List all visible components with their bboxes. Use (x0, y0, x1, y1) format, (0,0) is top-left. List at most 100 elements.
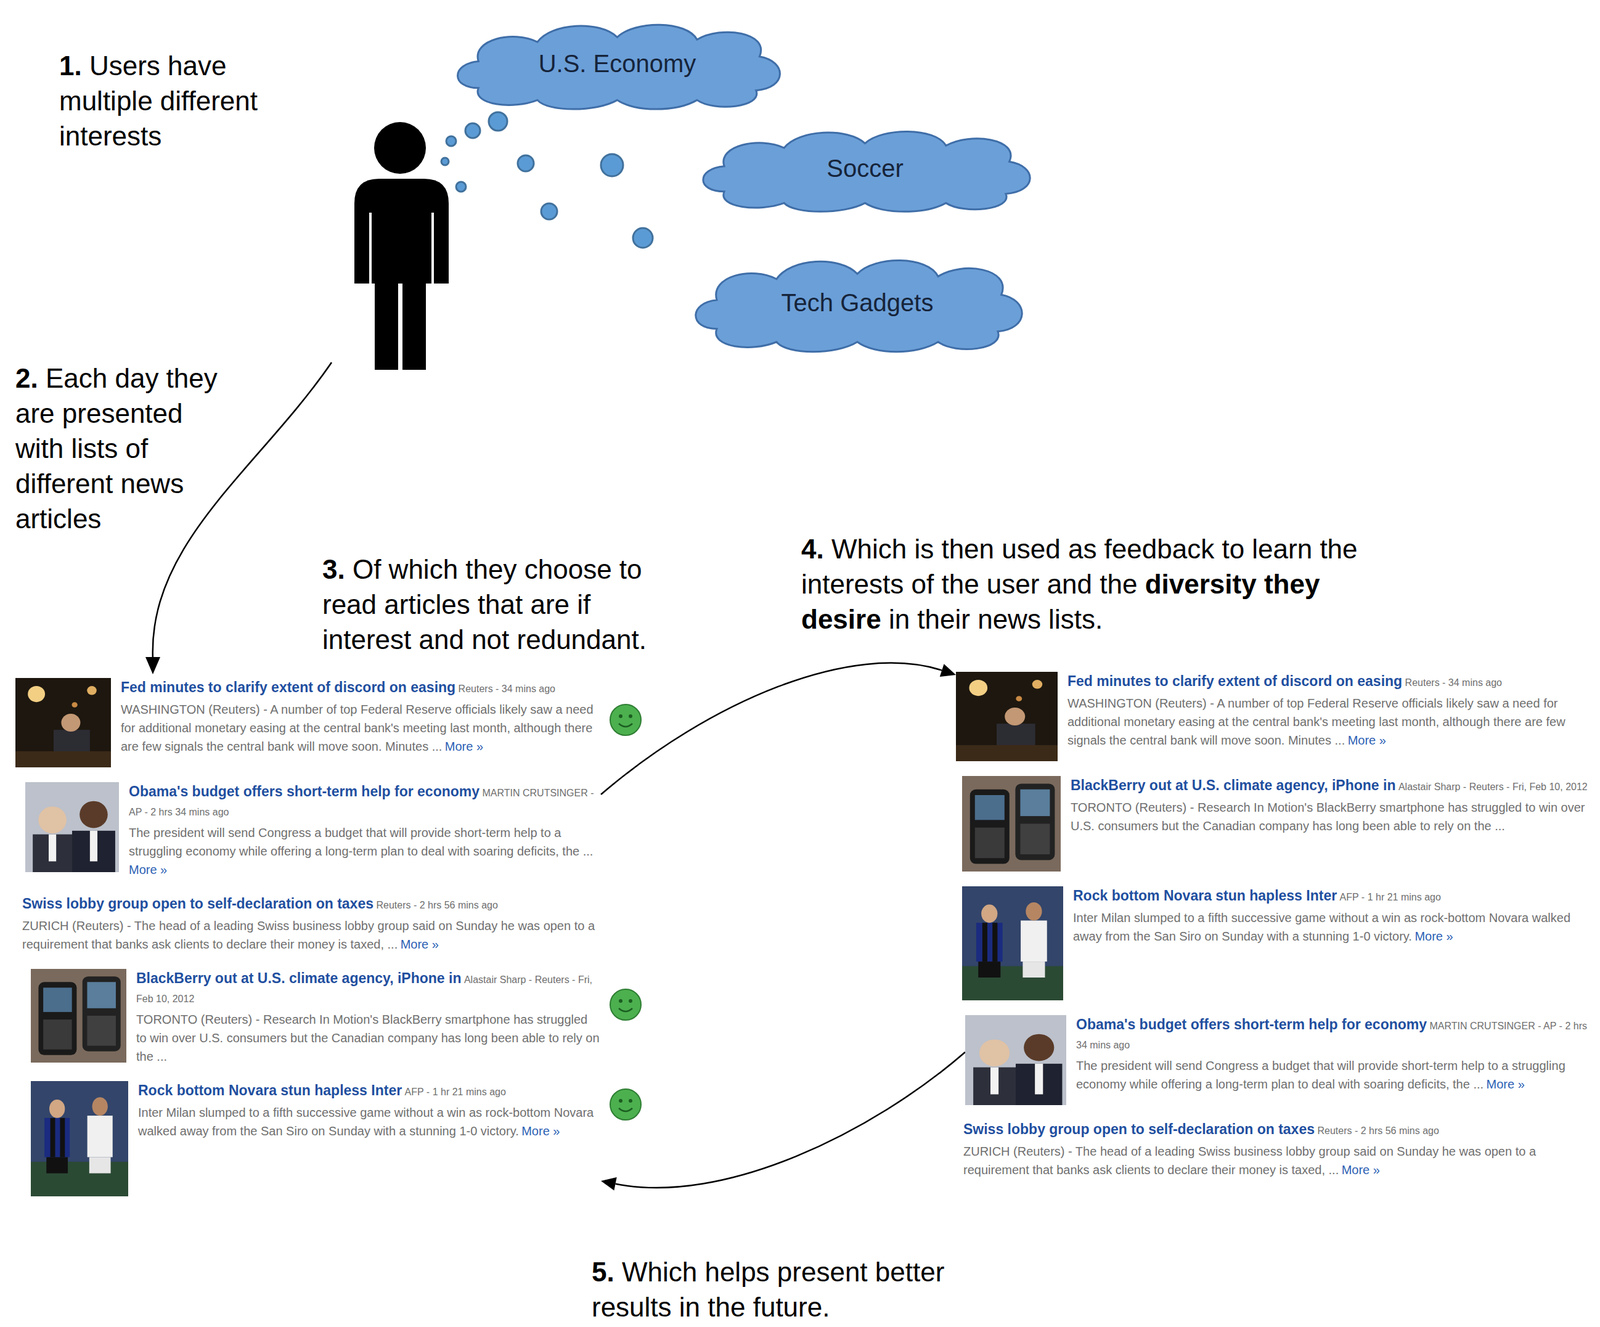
cloud-node: Tech Gadgets (681, 250, 1033, 356)
snippet-line: WASHINGTON (Reuters) - A number of top F… (1067, 694, 1594, 751)
more-link: More » (521, 1124, 560, 1138)
more-link: More » (1341, 1163, 1380, 1177)
step-number: 4. (801, 533, 825, 564)
headline: Fed minutes to clarify extent of discord… (120, 679, 456, 696)
more-link: More » (128, 862, 168, 877)
headline: Obama's budget offers short-term help fo… (128, 783, 480, 800)
snippet: The president will send Congress a budge… (128, 825, 593, 858)
arm-gap (431, 212, 434, 285)
step-text: 4. Which is then used as feedback to lea… (801, 531, 1375, 637)
headline: Rock bottom Novara stun hapless Inter (138, 1082, 402, 1099)
snippet-line: The president will send Congress a budge… (128, 824, 601, 880)
headline: Fed minutes to clarify extent of discord… (1067, 673, 1403, 690)
step-text: Each day they are presented with lists o… (15, 363, 218, 534)
step-text: 5. Which helps present better results in… (591, 1254, 993, 1325)
step-text: Which helps present better results in th… (591, 1256, 945, 1323)
news-item: Fed minutes to clarify extent of discord… (15, 677, 601, 768)
step-number: 2. (15, 363, 39, 394)
news-photo (30, 968, 127, 1063)
thought-dot (632, 228, 653, 248)
headline-line: Obama's budget offers short-term help fo… (1076, 1015, 1594, 1055)
byline: Reuters - 2 hrs 56 mins ago (375, 899, 498, 911)
news-photo (962, 775, 1061, 872)
arrow-head (145, 657, 161, 675)
news-photo (955, 671, 1058, 762)
headline-line: Fed minutes to clarify extent of discord… (120, 677, 601, 699)
cloud-outline (695, 260, 1022, 352)
thought-dot (441, 157, 449, 166)
news-item: Fed minutes to clarify extent of discord… (955, 671, 1594, 762)
snippet-line: WASHINGTON (Reuters) - A number of top F… (120, 700, 601, 757)
person-head (374, 122, 426, 174)
snippet-line: TORONTO (Reuters) - Research In Motion's… (1070, 798, 1594, 836)
arrow-head (939, 663, 956, 677)
step-number: 5. (591, 1256, 615, 1287)
headline: Rock bottom Novara stun hapless Inter (1073, 887, 1337, 904)
cloud-text: Tech Gadgets (781, 289, 934, 317)
thought-dot (488, 112, 508, 131)
news-item: BlackBerry out at U.S. climate agency, i… (30, 968, 601, 1067)
cloud-text: Soccer (826, 154, 904, 183)
step-text: in their news lists. (888, 604, 1103, 635)
news-item: Obama's budget offers short-term help fo… (965, 1015, 1594, 1106)
step-text: 2. Each day they are presented with list… (15, 360, 235, 537)
person-leg (402, 271, 426, 370)
feedback-arrow (600, 1052, 966, 1191)
more-link: More » (444, 739, 484, 754)
step-number: 3. (322, 554, 346, 585)
news-photo (25, 782, 119, 873)
cloud-outline (703, 131, 1030, 212)
connector-line (615, 1052, 966, 1188)
headline-line: BlackBerry out at U.S. climate agency, i… (136, 968, 601, 1009)
news-photo (965, 1015, 1067, 1106)
headline-line: Obama's budget offers short-term help fo… (128, 782, 601, 822)
byline: Alastair Sharp - Reuters - Fri, Feb 10, … (1398, 781, 1588, 792)
headline-line: Swiss lobby group open to self-declarati… (963, 1119, 1594, 1141)
snippet: WASHINGTON (Reuters) - A number of top F… (1067, 696, 1566, 747)
more-link: More » (1347, 733, 1387, 747)
snippet-line: TORONTO (Reuters) - Research In Motion's… (136, 1010, 601, 1067)
headline: Obama's budget offers short-term help fo… (1076, 1016, 1427, 1033)
snippet: ZURICH (Reuters) - The head of a leading… (963, 1144, 1536, 1177)
snippet-line: ZURICH (Reuters) - The head of a leading… (963, 1142, 1594, 1180)
snippet-line: Inter Milan slumped to a fifth successiv… (1073, 909, 1594, 947)
connector-line (600, 663, 942, 795)
more-link: More » (1414, 929, 1453, 943)
step-text: Users have multiple different interests (59, 50, 258, 152)
person-torso (354, 178, 449, 284)
headline-line: Fed minutes to clarify extent of discord… (1067, 671, 1594, 693)
thought-dot (465, 123, 481, 139)
news-item: Rock bottom Novara stun hapless Inter AF… (962, 886, 1594, 1001)
smiley-icon (608, 702, 643, 738)
thought-dot (600, 154, 624, 177)
headline-line: Rock bottom Novara stun hapless Inter AF… (1073, 886, 1594, 907)
person-figure (354, 122, 449, 370)
snippet-line: Inter Milan slumped to a fifth successiv… (138, 1103, 601, 1141)
step-text: Of which they choose to read articles th… (322, 554, 647, 655)
snippet: WASHINGTON (Reuters) - A number of top F… (120, 702, 594, 754)
byline: Reuters - 34 mins ago (458, 683, 556, 694)
headline: BlackBerry out at U.S. climate agency, i… (136, 970, 462, 987)
news-photo (962, 886, 1064, 1001)
news-item: Obama's budget offers short-term help fo… (25, 782, 601, 880)
news-item: BlackBerry out at U.S. climate agency, i… (962, 775, 1594, 872)
more-link: More » (1486, 1077, 1525, 1091)
byline: Reuters - 2 hrs 56 mins ago (1317, 1125, 1439, 1136)
more-link: More » (400, 937, 439, 952)
smiley-icon (608, 987, 643, 1022)
byline: Reuters - 34 mins ago (1405, 677, 1503, 688)
step-text: 3. Of which they choose to read articles… (322, 551, 686, 658)
headline-line: BlackBerry out at U.S. climate agency, i… (1070, 775, 1594, 797)
snippet-line: The president will send Congress a budge… (1076, 1057, 1594, 1094)
snippet-line: ZURICH (Reuters) - The head of a leading… (22, 917, 601, 955)
person-leg (374, 271, 399, 370)
feedback-arrow (600, 663, 956, 795)
thought-bubbles (441, 112, 653, 248)
step-number: 1. (59, 50, 82, 81)
byline: AFP - 1 hr 21 mins ago (1339, 891, 1441, 903)
arrow-head (600, 1177, 617, 1191)
news-photo (15, 677, 111, 768)
headline: Swiss lobby group open to self-declarati… (22, 895, 374, 912)
byline: AFP - 1 hr 21 mins ago (404, 1086, 507, 1098)
snippet: Inter Milan slumped to a fifth successiv… (1073, 910, 1571, 943)
